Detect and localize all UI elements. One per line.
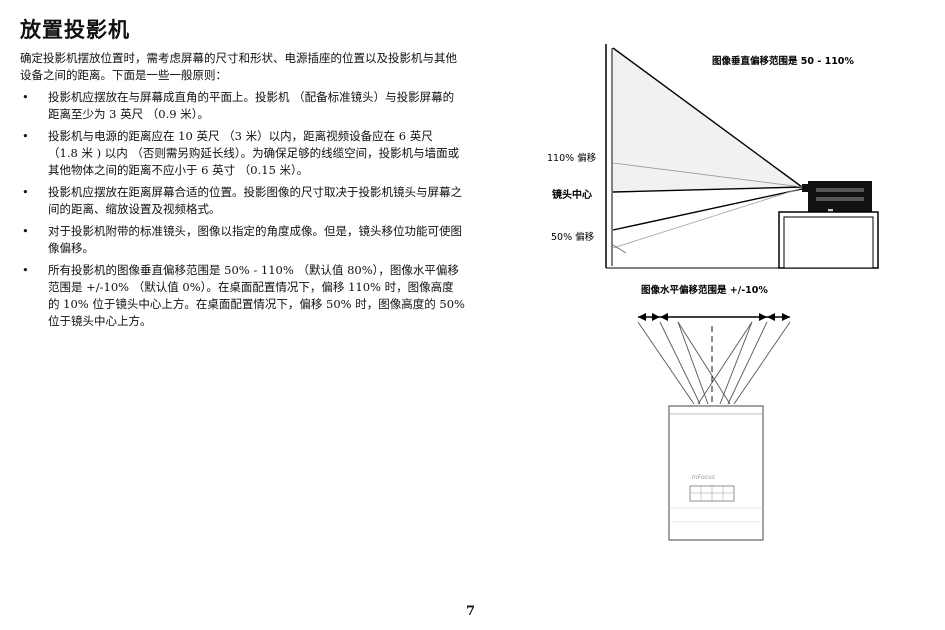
bullet-icon: • <box>22 185 29 199</box>
vertical-offset-caption: 图像垂直偏移范围是 50 - 110% <box>712 55 854 67</box>
list-item-text: 对于投影机附带的标准镜头，图像以指定的角度成像。但是，镜头移位功能可使图像偏移。 <box>48 224 462 255</box>
brand-logo: InFocus <box>692 474 715 481</box>
list-item: • 投影机与电源的距离应在 10 英尺 （3 米）以内，距离视频设备应在 6 英尺… <box>20 128 465 179</box>
projector-top-icon <box>668 405 764 541</box>
projection-ray-top <box>612 47 803 188</box>
top-view: 图像水平偏移范围是 +/-10% <box>637 284 791 541</box>
projector-side-icon <box>802 181 872 214</box>
offset-50-ray <box>612 187 803 249</box>
bullet-icon: • <box>22 263 29 277</box>
guideline-list: • 投影机应摆放在与屏幕成直角的平面上。投影机 （配备标准镜头）与投影屏幕的距离至… <box>20 89 465 330</box>
offset-50-tick <box>612 244 627 254</box>
intro-paragraph: 确定投影机摆放位置时，需考虑屏幕的尺寸和形状、电源插座的位置以及投影机与其他设备… <box>20 51 457 82</box>
page-title: 放置投影机 <box>20 18 130 42</box>
arrow-right-icon <box>759 313 767 321</box>
list-item-text: 投影机与电源的距离应在 10 英尺 （3 米）以内，距离视频设备应在 6 英尺 … <box>48 129 460 177</box>
list-item: • 投影机应摆放在与屏幕成直角的平面上。投影机 （配备标准镜头）与投影屏幕的距离至… <box>20 89 465 123</box>
label-110-offset: 110% 偏移 <box>547 152 597 164</box>
projector-table-inner <box>783 216 874 269</box>
arrow-right-icon <box>652 313 660 321</box>
body-text: 确定投影机摆放位置时，需考虑屏幕的尺寸和形状、电源插座的位置以及投影机与其他设备… <box>20 50 465 335</box>
horizontal-offset-caption: 图像水平偏移范围是 +/-10% <box>641 284 768 296</box>
arrow-right-icon <box>782 313 790 321</box>
bullet-icon: • <box>22 224 29 238</box>
projection-ray-bottom <box>612 188 803 231</box>
arrow-left-icon <box>660 313 668 321</box>
list-item: • 所有投影机的图像垂直偏移范围是 50% - 110% （默认值 80%），图像… <box>20 262 465 330</box>
side-view: 图像垂直偏移范围是 50 - 110% 110% 偏移 镜头中心 50% 偏移 <box>547 44 879 269</box>
offset-110-ray <box>612 162 803 188</box>
label-lens-center: 镜头中心 <box>552 188 592 201</box>
lens-shift-diagram: 图像垂直偏移范围是 50 - 110% 110% 偏移 镜头中心 50% 偏移 … <box>547 44 879 541</box>
label-50-offset: 50% 偏移 <box>551 231 595 243</box>
page-number: 7 <box>466 604 476 619</box>
lens-center-line <box>612 186 803 193</box>
projection-cone-fill <box>613 48 802 192</box>
list-item-text: 所有投影机的图像垂直偏移范围是 50% - 110% （默认值 80%），图像水… <box>48 263 465 328</box>
horizontal-projection-rays <box>637 321 791 405</box>
arrow-left-icon <box>638 313 646 321</box>
list-item: • 对于投影机附带的标准镜头，图像以指定的角度成像。但是，镜头移位功能可使图像偏移… <box>20 223 465 257</box>
bullet-icon: • <box>22 129 29 143</box>
arrow-left-icon <box>767 313 775 321</box>
list-item-text: 投影机应摆放在距离屏幕合适的位置。投影图像的尺寸取决于投影机镜头与屏幕之间的距离… <box>48 185 462 216</box>
list-item: • 投影机应摆放在距离屏幕合适的位置。投影图像的尺寸取决于投影机镜头与屏幕之间的距… <box>20 184 465 218</box>
list-item-text: 投影机应摆放在与屏幕成直角的平面上。投影机 （配备标准镜头）与投影屏幕的距离至少… <box>48 90 455 121</box>
bullet-icon: • <box>22 90 29 104</box>
